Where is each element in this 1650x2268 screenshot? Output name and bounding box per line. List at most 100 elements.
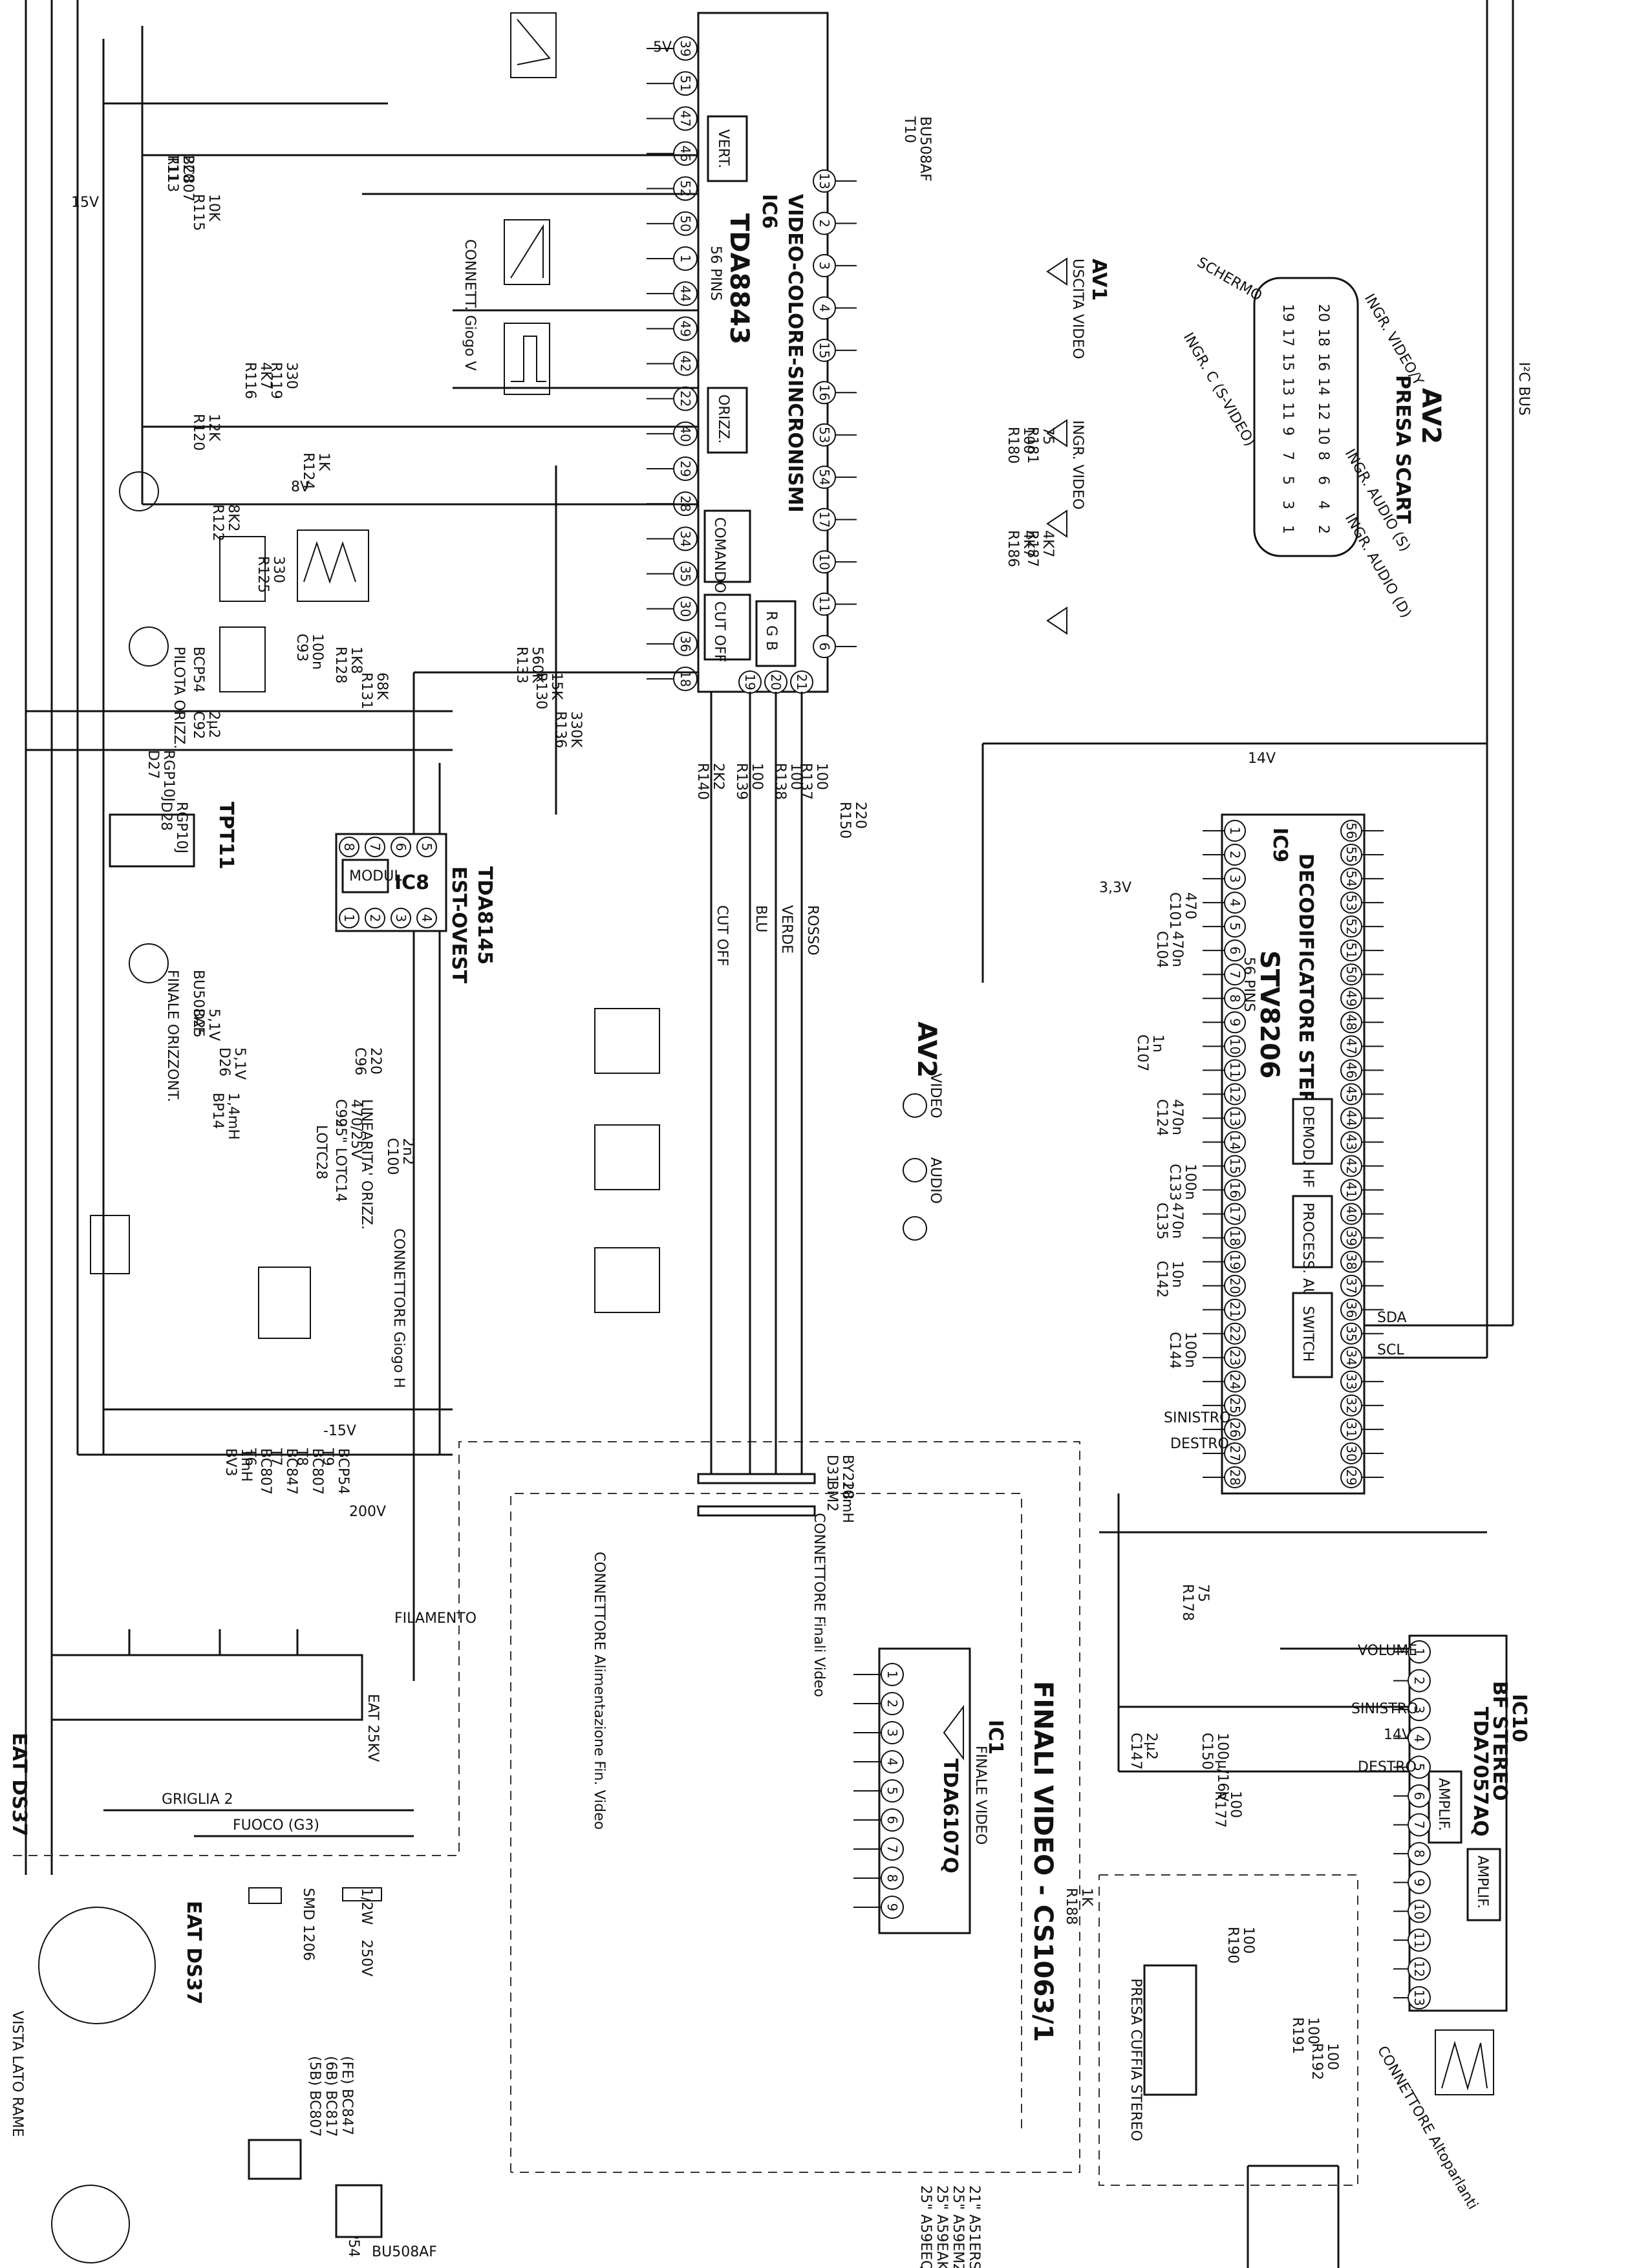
pin-number: 16: [817, 385, 832, 401]
pin-number: 22: [678, 390, 693, 407]
pin-circle: [1340, 1394, 1362, 1417]
pin-circle: [813, 381, 836, 405]
component-value: 330: [283, 362, 299, 389]
pin-circle: [1340, 1346, 1362, 1369]
component-value: RGP10J: [160, 750, 177, 802]
pin-circle: [339, 837, 359, 857]
component-value: 100µ/16V: [1214, 1733, 1230, 1801]
pin-number: 24: [1227, 1373, 1243, 1389]
ic1-pin: 5: [853, 1779, 904, 1803]
pin-number: 10: [1411, 1903, 1427, 1920]
component-value: 2K2: [710, 763, 726, 790]
component-ref: T9: [319, 1448, 336, 1466]
component-value: 330K: [568, 711, 584, 748]
cutoff-label: CUT OFF: [714, 905, 730, 967]
component-value: 2n2: [400, 1138, 416, 1165]
ic1-amp-symbol: [943, 1705, 964, 1760]
component-value: 10mH: [839, 1481, 855, 1523]
ic8-pin: 1: [339, 908, 359, 928]
pin-circle: [881, 1837, 904, 1861]
screen-size-list: 21" A51ERS 25" A59EMZ 25" A59EAK 25" A59…: [917, 2185, 982, 2268]
ic6-vert-label: VERT.: [715, 129, 731, 168]
pin-number: 3: [1411, 1706, 1427, 1714]
pin-circle: [1340, 820, 1362, 842]
pin-number: 44: [1344, 1110, 1359, 1126]
ic9-pin: 33: [1340, 1370, 1384, 1393]
i2c-label: I²C BUS: [1516, 362, 1532, 416]
ic1-name: IC1: [984, 1720, 1007, 1755]
component-ref: R125: [255, 556, 271, 593]
pin-number: 35: [678, 566, 693, 582]
av2-audio-jack-label: AUDIO: [927, 1157, 943, 1204]
pin-number: 15: [1227, 1158, 1243, 1174]
pin-circle: [673, 281, 698, 306]
component-ref: R115: [190, 194, 206, 231]
av2-label: AV2: [1416, 388, 1446, 444]
ic6-pin: 2: [813, 211, 857, 235]
ic10-title: BF STEREO: [1488, 1681, 1511, 1801]
pin-number: 25: [1227, 1397, 1243, 1413]
pin-number: 28: [1227, 1469, 1243, 1485]
scart-pin: 11: [1280, 402, 1296, 420]
component-ref: T10: [901, 116, 917, 143]
pin-number: 1: [678, 255, 693, 263]
pin-number: 37: [1344, 1278, 1359, 1294]
ic9-pin: 9: [1203, 1011, 1246, 1034]
ic10-name: IC10: [1508, 1694, 1530, 1742]
pin-number: 20: [1227, 1278, 1243, 1294]
ic6-pin: 18: [647, 667, 698, 691]
ic10-pin: 1: [1393, 1640, 1431, 1664]
ic9-pin: 28: [1203, 1466, 1246, 1488]
av2-audio-jack-r: [903, 1216, 927, 1241]
legend-eat-view: EAT DS37: [182, 1901, 205, 2005]
pin-circle: [1224, 1035, 1246, 1058]
pin-number: 10: [817, 553, 832, 570]
ic9-pin: 55: [1340, 844, 1384, 866]
ic6-vert-block: [707, 115, 748, 182]
ic1-pin: 6: [853, 1808, 904, 1832]
ic6-name: IC6: [758, 194, 780, 229]
legend: SMD 1206 1/2W 250V (5B) BC807 (6B) BC817…: [9, 1887, 437, 2263]
scart-pin: 20: [1315, 304, 1331, 322]
pin-number: 43: [1344, 1134, 1359, 1150]
ic6-pin: 11: [813, 592, 857, 616]
pin-circle: [1224, 987, 1246, 1010]
pin-number: 47: [1344, 1038, 1359, 1054]
ic9-pin: 10: [1203, 1035, 1246, 1058]
component-value: 75: [1040, 427, 1056, 445]
transistor-finale: [129, 943, 169, 983]
pin-circle: [1408, 1928, 1431, 1952]
finali-board-outline: FINALI VIDEO - CS1063/1: [13, 1441, 1080, 2173]
legend-vista: VISTA LATO RAME: [9, 2011, 25, 2137]
ic10-volume-label: VOLUME: [1358, 1643, 1417, 1659]
pin-circle: [1340, 1298, 1362, 1321]
pin-circle: [1340, 1131, 1362, 1153]
component-ref: D25: [190, 1009, 206, 1038]
pin-circle: [1340, 1203, 1362, 1225]
ic6-pin: 47: [647, 106, 698, 131]
pin-number: 50: [678, 215, 693, 231]
pin-number: 31: [1344, 1421, 1359, 1437]
component-value: BC807: [257, 1448, 273, 1495]
pin-circle: [813, 296, 836, 320]
pin-circle: [813, 253, 836, 277]
eat-label: EAT DS37: [8, 1733, 30, 1837]
pin-number: 15: [817, 342, 832, 358]
ic10-pin: 10: [1393, 1899, 1431, 1923]
pin-circle: [1408, 1640, 1431, 1664]
pin-circle: [1408, 1726, 1431, 1750]
pin-circle: [881, 1663, 904, 1686]
scart-pin: 10: [1315, 427, 1331, 445]
pin-circle: [673, 316, 698, 341]
pin-number: 42: [1344, 1158, 1359, 1174]
component-ref: R131: [358, 672, 374, 709]
scart-pin: 13: [1280, 378, 1296, 396]
